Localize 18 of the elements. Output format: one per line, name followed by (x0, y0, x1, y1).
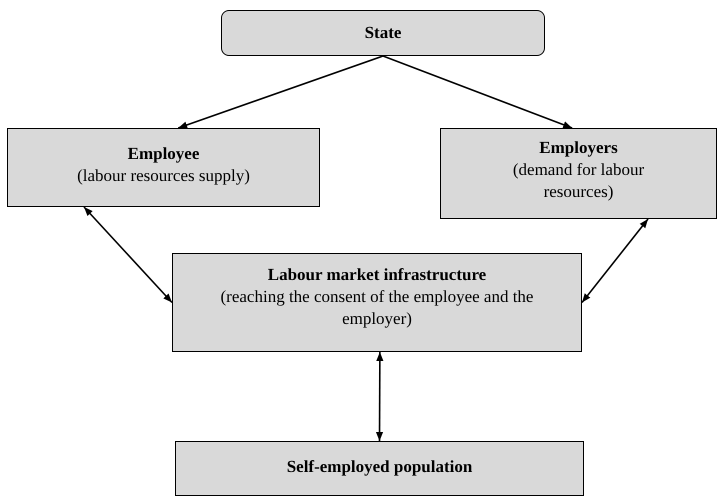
box-description: (labour resources supply) (77, 165, 250, 188)
arrow (83, 206, 173, 304)
box-title: Self-employed population (286, 456, 472, 478)
box-description: (demand for labour resources) (512, 159, 646, 204)
process-box (172, 253, 582, 352)
process-box (440, 128, 717, 219)
box-description: (reaching the consent of the employee and the employer) (220, 286, 534, 330)
process-box (7, 128, 320, 207)
rounded-box (221, 10, 545, 56)
box-title: Labour market infrastructure (268, 264, 486, 286)
box-title: Employee (128, 143, 200, 165)
arrow (581, 218, 649, 303)
process-box (175, 441, 584, 496)
arrow (376, 352, 384, 441)
arrow (382, 55, 572, 129)
box-title: Employers (539, 137, 618, 159)
box-title: State (364, 22, 402, 44)
arrow (178, 55, 384, 129)
